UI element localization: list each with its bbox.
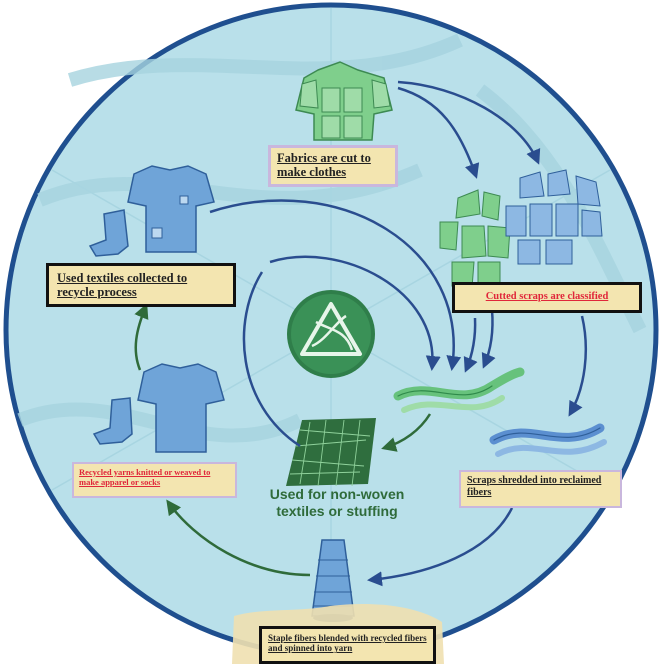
green-arrows [134,271,432,577]
arrow-classified-to-center-b [481,309,496,369]
arrow-inner-loop [242,271,301,448]
arrow-shredded-to-staple [367,507,514,587]
arrow-staple-to-recycled [166,499,311,577]
label-used-textiles: Used textiles collected to recycle proce… [46,263,236,307]
arrow-recycled-to-used [134,303,149,371]
recycle-triangle-logo-icon [287,290,375,378]
shredded-fibers-icon [393,367,525,413]
label-scraps-classified: Cutted scraps are classified [452,282,642,313]
arrow-fibers-to-nonwoven [381,413,432,452]
arrow-scraps-to-shredded [568,315,587,417]
new-shirt-socks-icon [92,363,225,453]
reclaimed-fibers-icon [489,423,607,457]
cycle-arrows [209,80,587,587]
cut-fabric-shirt-icon [295,61,393,141]
nonwoven-fabric-square-icon [286,418,376,487]
classified-scraps-icon [439,169,603,289]
arrow-classified-to-center [463,317,478,373]
arrow-used-to-center [209,199,462,371]
label-fabrics-cut: Fabrics are cut to make clothes [268,145,398,187]
label-staple-fibers: Staple fibers blended with recycled fibe… [259,626,436,664]
arrow-fabrics-to-scraps-b [397,80,541,165]
arrow-inner-to-center [269,255,441,371]
arrow-fabrics-to-scraps-a [397,86,480,179]
label-nonwoven: Used for non-woven textiles or stuffing [269,486,405,519]
label-recycled-yarns: Recycled yarns knitted or weaved to make… [72,462,237,498]
worn-shirt-socks-icon [88,165,215,257]
label-scraps-shredded: Scraps shredded into reclaimed fibers [459,470,622,508]
